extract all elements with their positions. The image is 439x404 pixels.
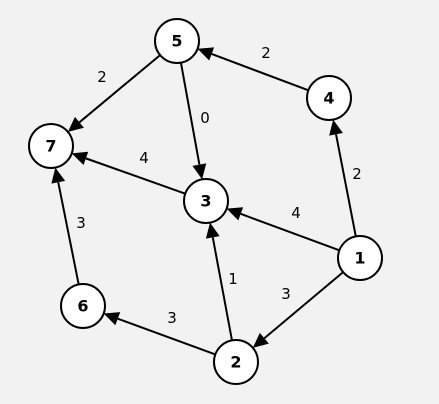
edge-5-to-7: [78, 54, 161, 124]
node-circle-5: [154, 18, 200, 64]
edge-weight-1-to-4: 2: [352, 165, 362, 183]
node-6: 6: [60, 283, 106, 329]
edge-weight-5-to-3: 0: [200, 109, 210, 127]
arrowhead-1-to-3: [226, 207, 244, 221]
edge-weight-1-to-3: 4: [291, 204, 301, 222]
edge-3-to-7: [85, 157, 186, 195]
edge-weight-4-to-5: 2: [261, 44, 271, 62]
node-circle-7: [28, 123, 74, 169]
node-circle-2: [213, 339, 259, 385]
nodes-layer: 1 2 3 4 5 6 7: [28, 18, 383, 385]
node-2: 2: [213, 339, 259, 385]
arrowhead-2-to-3: [205, 222, 220, 239]
edge-2-to-6: [117, 317, 216, 356]
arrowhead-2-to-6: [103, 312, 121, 326]
edge-weights-layer: 2 4 3 2 2 0 4 1 3 3: [76, 44, 362, 327]
node-label-6: 6: [77, 297, 88, 316]
arrowhead-4-to-5: [197, 47, 215, 61]
edge-weight-6-to-7: 3: [76, 214, 86, 232]
node-label-5: 5: [171, 32, 182, 51]
arrowhead-5-to-7: [67, 116, 84, 132]
edge-weight-3-to-7: 4: [139, 149, 149, 167]
node-5: 5: [154, 18, 200, 64]
node-label-2: 2: [230, 353, 241, 372]
node-circle-4: [306, 75, 352, 121]
edges-layer: [51, 47, 357, 356]
arrowhead-6-to-7: [51, 167, 66, 184]
node-circle-3: [183, 178, 229, 224]
arrowhead-1-to-4: [329, 119, 343, 136]
node-circle-1: [337, 235, 383, 281]
edge-5-to-3: [179, 62, 201, 165]
edge-weight-1-to-2: 3: [281, 285, 291, 303]
edge-1-to-2: [263, 271, 344, 339]
arrowhead-3-to-7: [71, 151, 89, 165]
node-7: 7: [28, 123, 74, 169]
node-4: 4: [306, 75, 352, 121]
node-label-1: 1: [354, 249, 365, 268]
node-1: 1: [337, 235, 383, 281]
edge-1-to-3: [240, 212, 340, 252]
edge-weight-2-to-6: 3: [167, 309, 177, 327]
node-label-7: 7: [45, 137, 56, 156]
edge-weight-5-to-7: 2: [97, 68, 107, 86]
node-label-4: 4: [323, 89, 334, 108]
edge-6-to-7: [57, 182, 80, 285]
node-circle-6: [60, 283, 106, 329]
arrowhead-5-to-3: [192, 163, 207, 180]
edge-4-to-5: [211, 53, 309, 92]
edge-weight-2-to-3: 1: [228, 270, 238, 288]
edge-1-to-4: [335, 134, 357, 237]
node-label-3: 3: [200, 192, 211, 211]
arrowhead-1-to-2: [252, 332, 269, 348]
node-3: 3: [183, 178, 229, 224]
edge-2-to-3: [211, 237, 233, 341]
